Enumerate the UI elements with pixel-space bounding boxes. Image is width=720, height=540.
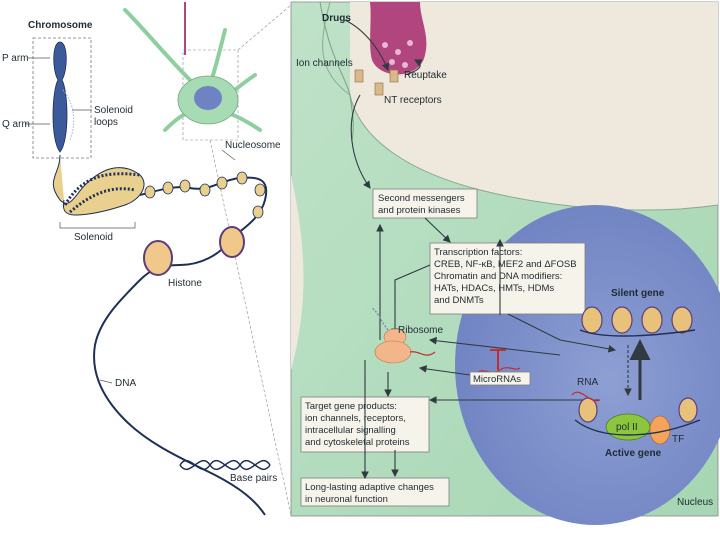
svg-text:intracellular signalling: intracellular signalling — [305, 425, 396, 436]
solenoid-coil — [52, 154, 145, 216]
silent-gene-nucleosomes — [579, 306, 696, 337]
svg-text:Long-lasting adaptive changes: Long-lasting adaptive changes — [305, 482, 434, 493]
svg-text:ion channels, receptors,: ion channels, receptors, — [305, 413, 406, 424]
microrna-inhibitor — [469, 349, 531, 386]
double-helix — [179, 459, 271, 471]
nucleosome-label: Nucleosome — [225, 140, 281, 151]
svg-text:Second messengers: Second messengers — [378, 193, 465, 204]
solenoid-loops-label-1: Solenoid — [94, 105, 133, 116]
svg-text:Chromatin and DNA modifiers:: Chromatin and DNA modifiers: — [434, 271, 562, 282]
svg-text:and DNMTs: and DNMTs — [434, 295, 484, 306]
neuron — [123, 2, 262, 132]
extracellular-space — [350, 2, 718, 210]
svg-text:Target gene products:: Target gene products: — [305, 401, 397, 412]
box-adaptive-changes: Long-lasting adaptive changes in neurona… — [300, 477, 450, 507]
nucleus-label: Nucleus — [677, 497, 713, 508]
svg-text:in neuronal function: in neuronal function — [305, 494, 388, 505]
svg-text:HATs, HDACs, HMTs, HDMs: HATs, HDACs, HMTs, HDMs — [434, 283, 554, 294]
tf-label: TF — [672, 434, 684, 445]
base-pairs-label: Base pairs — [230, 473, 277, 484]
histone-label: Histone — [168, 278, 202, 289]
chromosome-title: Chromosome — [28, 20, 93, 31]
ion-channels-label: Ion channels — [296, 58, 353, 69]
box-transcription-factors: Transcription factors: CREB, NF-κB, MEF2… — [429, 242, 586, 315]
drugs-label: Drugs — [322, 13, 351, 24]
silent-gene-label: Silent gene — [611, 288, 665, 299]
left-panel: Chromosome P arm Q arm Solenoid loops Nu… — [2, 2, 281, 516]
chromosome-box — [32, 37, 92, 159]
svg-text:and cytoskeletal proteins: and cytoskeletal proteins — [305, 437, 410, 448]
chromosome — [52, 41, 75, 153]
right-panel: Second messengers and protein kinases Tr… — [290, 1, 720, 525]
rna-label: RNA — [577, 377, 598, 388]
solenoid-loops-label-2: loops — [94, 117, 118, 128]
reuptake-label: Reuptake — [404, 70, 447, 81]
svg-text:and protein kinases: and protein kinases — [378, 205, 461, 216]
svg-text:Transcription factors:: Transcription factors: — [434, 247, 522, 258]
histone-octamers — [143, 226, 245, 276]
svg-text:CREB, NF-κB, MEF2 and ΔFOSB: CREB, NF-κB, MEF2 and ΔFOSB — [434, 259, 577, 270]
active-gene-label: Active gene — [605, 448, 662, 459]
solenoid-label: Solenoid — [74, 232, 113, 243]
ribosome-label: Ribosome — [398, 325, 443, 336]
nt-receptors-label: NT receptors — [384, 95, 442, 106]
q-arm-label: Q arm — [2, 119, 30, 130]
presynaptic-terminal — [370, 2, 427, 75]
ribosome — [371, 307, 436, 364]
micrornas-label: MicroRNAs — [473, 374, 521, 385]
box-second-messengers: Second messengers and protein kinases — [372, 188, 478, 219]
dna-label: DNA — [115, 378, 136, 389]
pol-ii-label: pol II — [616, 422, 638, 433]
active-gene-complex — [571, 391, 701, 445]
p-arm-label: P arm — [2, 53, 29, 64]
